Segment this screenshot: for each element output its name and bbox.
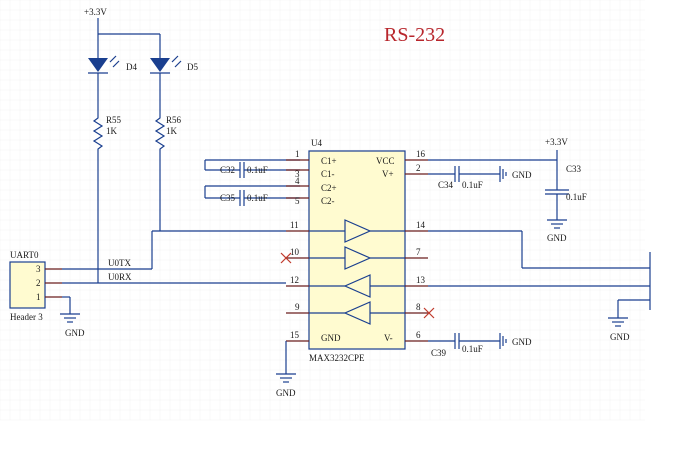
led-d4: D4 — [88, 55, 137, 113]
ic-pin14-num: 14 — [416, 220, 426, 230]
ic-pin3-num: 3 — [295, 169, 300, 179]
net-u0tx-label: U0TX — [108, 258, 131, 268]
ic-pin13-num: 13 — [416, 275, 426, 285]
led-d5: D5 — [150, 55, 198, 113]
capacitor-c32-value: 0.1uF — [247, 165, 268, 175]
ic-pin9-num: 9 — [295, 302, 300, 312]
resistor-r56-value: 1K — [166, 126, 178, 136]
capacitor-c33-value: 0.1uF — [566, 192, 587, 202]
ic-pin5-num: 5 — [295, 196, 300, 206]
gnd-label-ic: GND — [276, 388, 296, 398]
ic-pin-c1p-name: C1+ — [321, 156, 337, 166]
header-ref: UART0 — [10, 250, 39, 260]
ic-pin2-num: 2 — [416, 163, 421, 173]
gnd-label-c39: GND — [512, 337, 532, 347]
ic-pin8-num: 8 — [416, 302, 421, 312]
ic-pin-c2m-name: C2- — [321, 196, 335, 206]
net-u0rx-label: U0RX — [108, 272, 132, 282]
ic-pin6-num: 6 — [416, 330, 421, 340]
capacitor-c33-ref: C33 — [566, 164, 582, 174]
net-u0tx: U0TX — [62, 160, 286, 270]
capacitor-c32-ref: C32 — [220, 165, 235, 175]
net-u0rx: U0RX — [62, 160, 286, 284]
top-power-net: +3.3V — [84, 7, 161, 58]
capacitor-c34-value: 0.1uF — [462, 180, 483, 190]
header-pin1: 1 — [36, 292, 41, 302]
ic-pin-c2p-name: C2+ — [321, 183, 337, 193]
ic-pin1-num: 1 — [295, 149, 300, 159]
ic-u4: U4 MAX3232CPE C1+ C1- C2+ C2- GND VCC V+… — [286, 138, 428, 363]
resistor-r56-ref: R56 — [166, 115, 182, 125]
no-connect-pin10 — [280, 252, 292, 264]
gnd-right-connector: GND — [608, 299, 650, 342]
led-d5-ref: D5 — [187, 62, 198, 72]
right-supply-label: +3.3V — [545, 137, 568, 147]
net-rs232-tx — [428, 230, 651, 310]
no-connect-pin8 — [423, 307, 435, 319]
ic-pin-vminus-name: V- — [384, 333, 393, 343]
led-d4-ref: D4 — [126, 62, 137, 72]
capacitor-c39-value: 0.1uF — [462, 344, 483, 354]
ic-pin4-num: 4 — [295, 176, 300, 186]
capacitor-c39: C39 0.1uF GND — [428, 333, 532, 358]
header-pin3: 3 — [36, 264, 41, 274]
header-uart0: UART0 Header 3 3 2 1 — [9, 250, 62, 322]
schematic-title: RS-232 — [384, 24, 445, 46]
capacitor-c34-ref: C34 — [438, 180, 454, 190]
gnd-label-c34: GND — [512, 170, 532, 180]
ic-pin11-num: 11 — [290, 220, 299, 230]
header-part: Header 3 — [10, 312, 43, 322]
capacitor-c33: C33 0.1uF GND — [545, 164, 587, 243]
ic-pin-vcc-name: VCC — [376, 156, 395, 166]
capacitor-c34: C34 0.1uF GND — [428, 166, 532, 190]
capacitor-c35-ref: C35 — [220, 193, 236, 203]
ic-pin-vplus-name: V+ — [382, 169, 394, 179]
capacitor-c32: C32 0.1uF — [204, 159, 300, 178]
capacitor-c35-value: 0.1uF — [247, 193, 268, 203]
driver-1 — [309, 219, 405, 243]
ic-pin7-num: 7 — [416, 247, 421, 257]
ic-pin-gnd-name: GND — [321, 333, 341, 343]
ic-pin-c1m-name: C1- — [321, 169, 335, 179]
resistor-r56: R56 1K — [154, 113, 182, 160]
gnd-label-c33: GND — [547, 233, 567, 243]
top-supply-label: +3.3V — [84, 7, 107, 17]
header-pin2: 2 — [36, 278, 41, 288]
ic-pin15-num: 15 — [290, 330, 300, 340]
gnd-label-header: GND — [65, 328, 85, 338]
receiver-2 — [309, 301, 405, 325]
gnd-header: GND — [60, 296, 85, 338]
resistor-r55-value: 1K — [106, 126, 118, 136]
gnd-label-right: GND — [610, 332, 630, 342]
ic-pin12-num: 12 — [290, 275, 299, 285]
receiver-1 — [309, 274, 405, 298]
ic-part: MAX3232CPE — [309, 353, 365, 363]
ic-pin16-num: 16 — [416, 149, 426, 159]
resistor-r55-ref: R55 — [106, 115, 122, 125]
ic-pin10-num: 10 — [290, 247, 300, 257]
gnd-ic: GND — [276, 341, 296, 398]
resistor-r55: R55 1K — [92, 113, 122, 160]
vcc-net: +3.3V — [428, 137, 568, 190]
capacitor-c35: C35 0.1uF — [204, 185, 300, 206]
ic-ref: U4 — [311, 138, 322, 148]
driver-2 — [309, 246, 405, 270]
capacitor-c39-ref: C39 — [431, 348, 447, 358]
